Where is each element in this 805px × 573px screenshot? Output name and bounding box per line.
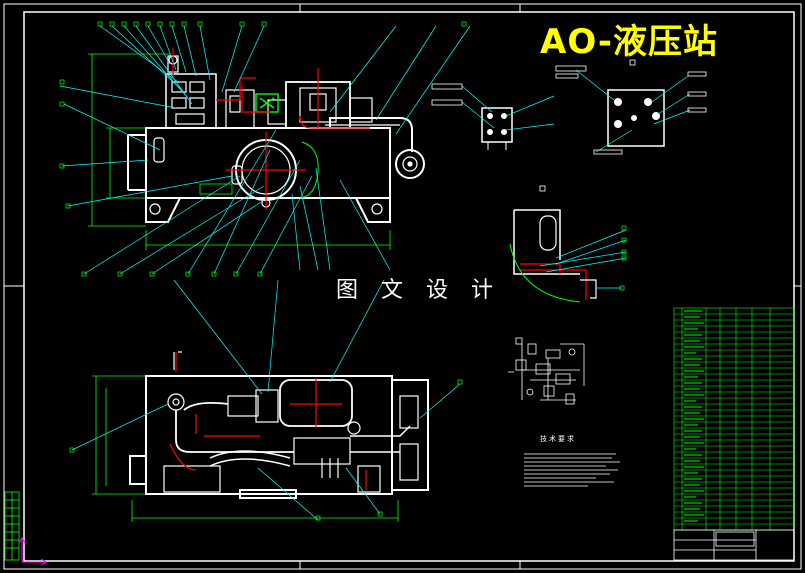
tech-notes — [524, 453, 620, 487]
tech-notes-title: 技术要求 — [540, 435, 576, 443]
manifold-detail-left — [431, 83, 555, 150]
drawing-title: AO-液压站 — [540, 22, 718, 62]
top-view — [69, 279, 463, 522]
title-block — [673, 529, 795, 561]
parts-list-entries — [684, 310, 704, 522]
accumulator-detail — [509, 185, 627, 303]
front-view — [59, 21, 471, 277]
hydraulic-schematic — [508, 337, 585, 405]
manifold-detail-right — [555, 59, 707, 155]
revision-strip — [4, 491, 20, 561]
sheet-border — [3, 3, 802, 570]
brand-watermark: 图 文 设 计 — [336, 278, 501, 303]
ucs-icon — [18, 537, 47, 566]
